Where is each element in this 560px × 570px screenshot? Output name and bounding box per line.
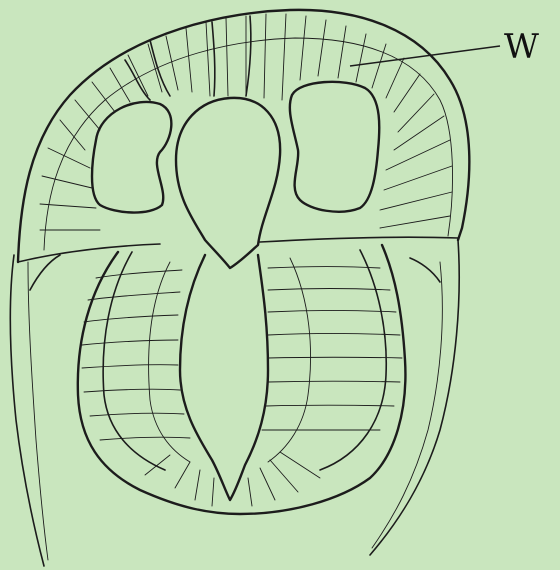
right-genal-tip-curve <box>410 258 440 282</box>
left-genal-spine-inner <box>28 262 48 560</box>
right-eye <box>290 82 379 212</box>
right-pleural-inner-border <box>320 250 386 470</box>
left-eye <box>92 102 171 213</box>
cephalon-posterior-edge <box>18 237 458 262</box>
left-genal-tip-curve <box>30 255 60 290</box>
right-thoracic-segments <box>262 267 402 431</box>
cephalon-fringe-lines <box>40 14 452 230</box>
left-thoracic-segments <box>82 270 190 440</box>
left-genal-spine <box>10 255 44 566</box>
axial-furrow-left <box>149 262 190 462</box>
axial-lobe <box>180 255 268 500</box>
cephalon-inner-margin <box>44 38 453 250</box>
label-w: W <box>504 27 539 67</box>
